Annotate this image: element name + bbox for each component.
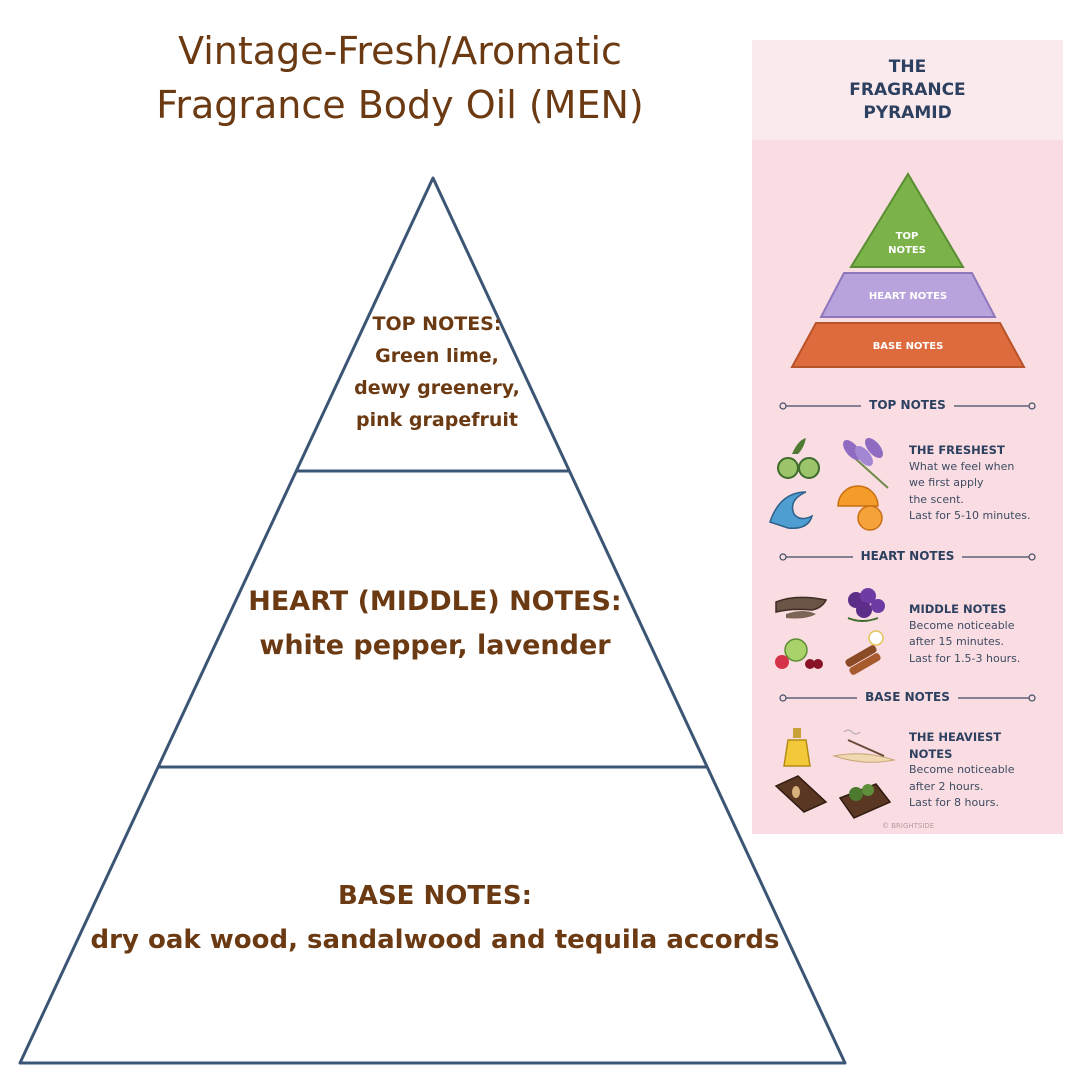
section-label-top-notes-text: TOP NOTES [861,398,954,412]
pyramid-outline [18,176,847,1065]
infographic-header: THE FRAGRANCE PYRAMID [752,40,1063,140]
section-label-heart-notes-text: HEART NOTES [852,549,963,563]
cinnamon-vanilla-icon [845,630,884,675]
section-label-base-notes-text: BASE NOTES [857,690,958,704]
top-notes-description: THE FRESHEST What we feel when we first … [909,442,1059,525]
fruits-icon [775,638,823,669]
incense-icon [832,729,896,763]
top-notes-desc-line-2: we first apply [909,476,984,489]
heart-notes-desc-line-1: Become noticeable [909,618,1015,632]
base-notes-heading: BASE NOTES: [338,881,532,911]
top-notes-desc-line-4: Last for 5-10 minutes. [909,509,1031,522]
credit-text: © BRIGHTSIDE [882,822,935,830]
heart-notes-line: white pepper, lavender [259,630,611,661]
wave-icon [769,491,814,529]
base-notes-line: dry oak wood, sandalwood and tequila acc… [90,925,780,955]
top-notes-text: TOP NOTES: Green lime, dewy greenery, pi… [332,308,542,436]
violet-flower-icon [847,588,885,622]
section-label-base-notes: BASE NOTES [752,690,1063,704]
lavender-icon [843,438,889,489]
base-notes-desc-heading: THE HEAVIEST [909,730,1002,744]
base-notes-desc-heading-2: NOTES [909,746,953,761]
heart-notes-heading: HEART (MIDDLE) NOTES: [248,586,622,617]
moss-icon [838,783,892,819]
mini-top-label-2: NOTES [888,245,926,256]
heart-notes-text: HEART (MIDDLE) NOTES: white pepper, lave… [200,580,670,668]
mini-pyramid-base-tier [790,322,1026,368]
base-notes-desc-line-1: Become noticeable [909,763,1015,776]
top-notes-desc-line-3: the scent. [909,492,964,506]
oil-bottle-icon [783,728,811,767]
base-notes-description: THE HEAVIEST NOTES Become noticeable aft… [909,729,1059,812]
mini-pyramid-top-tier [849,172,965,268]
wood-icon [774,775,828,813]
top-notes-desc-line-1: What we feel when [909,459,1015,473]
infographic-header-line-3: PYRAMID [863,103,952,123]
cucumber-icon [777,438,820,479]
title-line-2: Fragrance Body Oil (MEN) [156,83,644,127]
section-label-heart-notes: HEART NOTES [752,549,1063,563]
mini-base-label: BASE NOTES [873,341,944,352]
page-title: Vintage-Fresh/Aromatic Fragrance Body Oi… [100,24,700,132]
fragrance-pyramid-infographic: THE FRAGRANCE PYRAMID TOP NOTES HEART NO… [752,40,1063,834]
heart-notes-desc-line-3: Last for 1.5-3 hours. [909,651,1021,665]
heart-notes-description: MIDDLE NOTES Become noticeable after 15 … [909,601,1059,667]
top-notes-line-2: dewy greenery, [354,377,520,399]
section-label-top-notes: TOP NOTES [752,398,1063,412]
heart-notes-desc-line-2: after 15 minutes. [909,635,1005,648]
infographic-header-line-1: THE [888,57,927,77]
mini-pyramid-heart-tier [819,272,997,318]
base-notes-text: BASE NOTES: dry oak wood, sandalwood and… [70,874,800,962]
infographic-header-line-2: FRAGRANCE [849,80,966,100]
top-notes-line-1: Green lime, [375,345,499,367]
title-line-1: Vintage-Fresh/Aromatic [178,29,622,73]
top-notes-desc-heading: THE FRESHEST [909,443,1005,457]
heart-notes-desc-heading: MIDDLE NOTES [909,602,1007,616]
base-notes-desc-line-3: Last for 8 hours. [909,796,999,809]
top-notes-line-3: pink grapefruit [356,409,518,431]
mini-pyramid: TOP NOTES HEART NOTES BASE NOTES [769,172,1036,819]
mini-top-label-1: TOP [896,231,919,242]
top-notes-heading: TOP NOTES: [372,313,502,335]
bark-icon [775,596,828,619]
orange-icon [837,485,883,531]
base-notes-desc-line-2: after 2 hours. [909,779,984,793]
mini-heart-label: HEART NOTES [869,291,947,302]
